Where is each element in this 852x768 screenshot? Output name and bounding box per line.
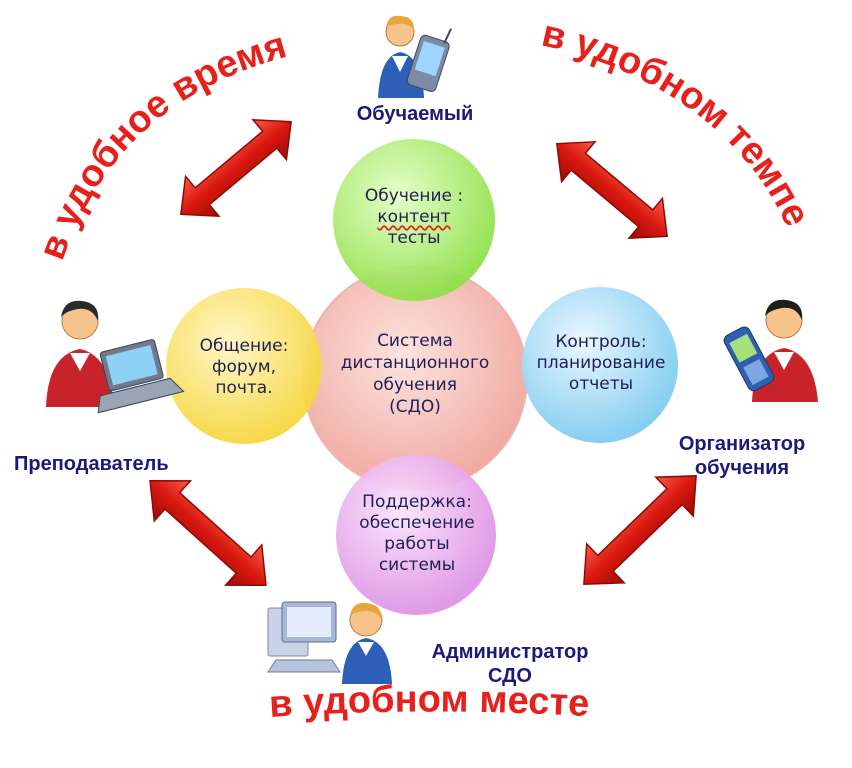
circle-bottom-line-1: Поддержка: — [362, 492, 472, 512]
double-arrow-bottom-left — [149, 480, 267, 586]
circle-top-line-2: контент — [377, 207, 451, 227]
person-with-pda-icon — [378, 15, 452, 98]
center-line-3: обучения — [373, 375, 457, 395]
role-teacher-label: Преподаватель — [14, 453, 169, 475]
circle-bottom-line-3: работы — [384, 534, 450, 554]
center-circle-text: Система дистанционного обучения (СДО) — [325, 330, 505, 418]
role-admin-line-1: Администратор — [431, 641, 589, 663]
center-line-2: дистанционного — [340, 353, 490, 373]
circle-right-line-2: планирование — [536, 353, 666, 373]
circle-bottom — [336, 455, 496, 615]
person-with-computer-icon — [267, 601, 392, 684]
circle-bottom-text: Поддержка: обеспечение работы системы — [350, 492, 484, 576]
circle-top — [333, 139, 495, 301]
circle-top-text: Обучение : контент тесты — [344, 186, 484, 249]
circle-left-text: Общение: форум, почта. — [184, 336, 304, 399]
role-organizer: Организатор обучения — [652, 432, 832, 480]
person-with-phone-icon — [723, 299, 818, 402]
circle-right-line-1: Контроль: — [555, 332, 647, 352]
circle-right — [522, 287, 678, 443]
center-line-4: (СДО) — [389, 397, 441, 417]
slogan-place: в удобном месте — [268, 678, 591, 725]
role-teacher: Преподаватель — [14, 452, 214, 476]
double-arrow-top-right — [556, 140, 668, 240]
circle-left — [166, 288, 322, 444]
slogan-pace: в удобном темпе — [538, 13, 818, 233]
double-arrow-bottom-right — [583, 475, 697, 585]
circle-top-line-3: тесты — [387, 228, 441, 248]
circle-left-line-1: Общение: — [199, 336, 289, 356]
center-line-1: Система — [377, 331, 453, 351]
role-organizer-line-2: обучения — [694, 457, 790, 479]
role-admin-line-2: СДО — [488, 665, 532, 687]
role-learner: Обучаемый — [330, 102, 500, 126]
role-organizer-line-1: Организатор — [678, 433, 806, 455]
circle-left-line-3: почта. — [215, 378, 273, 398]
double-arrow-top-left — [180, 118, 292, 218]
circle-right-text: Контроль: планирование отчеты — [528, 332, 674, 395]
circle-left-line-2: форум, — [211, 357, 276, 377]
person-with-laptop-icon — [46, 300, 185, 414]
circle-bottom-line-2: обеспечение — [359, 513, 475, 533]
circle-top-line-1: Обучение : — [364, 186, 464, 206]
circle-bottom-line-4: системы — [378, 555, 456, 575]
role-learner-label: Обучаемый — [356, 103, 474, 125]
circle-right-line-3: отчеты — [568, 374, 634, 394]
role-admin: Администратор СДО — [400, 640, 620, 688]
